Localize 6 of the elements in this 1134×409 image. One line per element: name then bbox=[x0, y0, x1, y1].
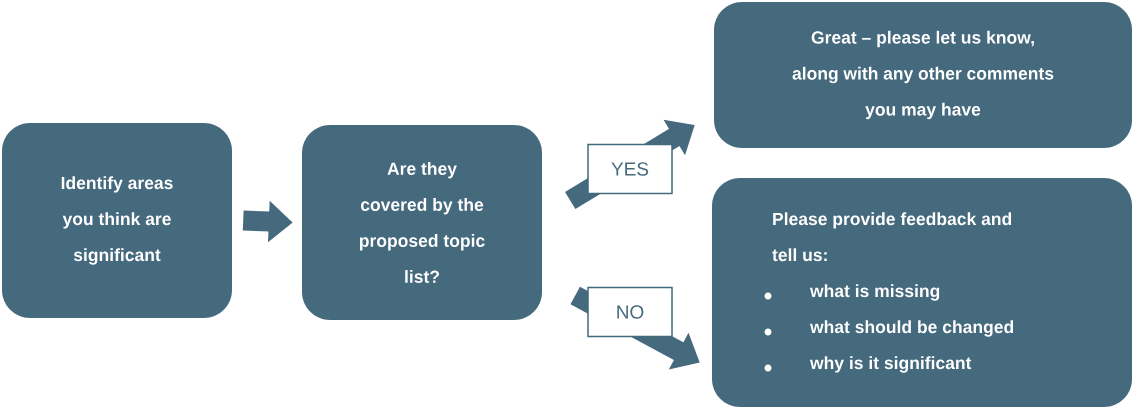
process-box: Identify areas you think are significant bbox=[2, 123, 232, 318]
process-box: Are they covered by the proposed topic list? bbox=[302, 125, 542, 320]
edge-label: YES bbox=[587, 143, 673, 195]
edge-label: NO bbox=[587, 286, 673, 338]
process-box: Please provide feedback and tell us: what is missing what should be changed why is it significant bbox=[712, 178, 1132, 407]
process-box: Great – please let us know, along with any other comments you may have bbox=[714, 2, 1132, 148]
